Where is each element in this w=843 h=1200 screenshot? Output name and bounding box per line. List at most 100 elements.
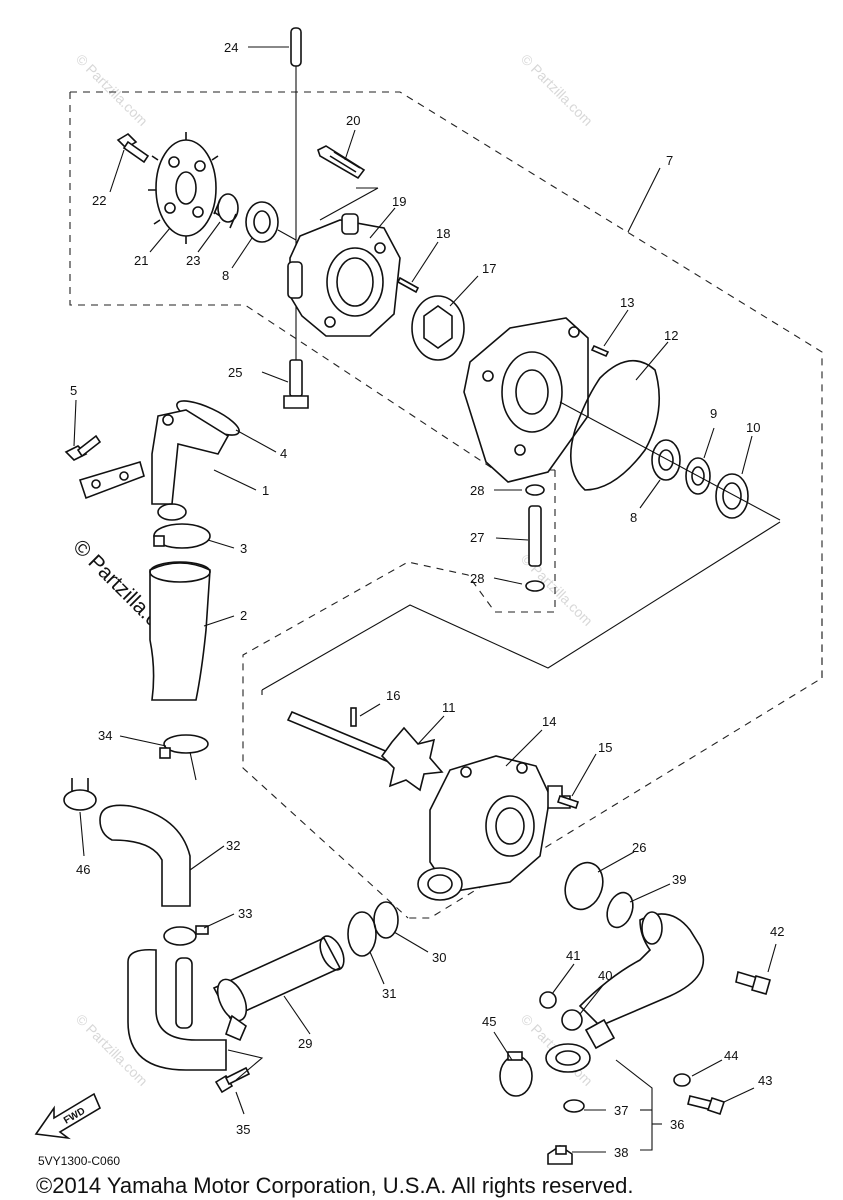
callout-39: 39 bbox=[672, 872, 686, 887]
part-28-o-ring bbox=[525, 580, 545, 592]
callout-32: 32 bbox=[226, 838, 240, 853]
callout-8: 8 bbox=[222, 268, 229, 283]
part-22-bolt bbox=[116, 132, 150, 164]
callout-40: 40 bbox=[598, 968, 612, 983]
part-pipe-joint bbox=[127, 948, 227, 1071]
part-6-bracket bbox=[78, 461, 145, 500]
callout-11: 11 bbox=[442, 700, 456, 715]
copyright-text: ©2014 Yamaha Motor Corporation, U.S.A. A… bbox=[36, 1173, 633, 1198]
part-25-bolt bbox=[283, 359, 309, 409]
part-17-rotor bbox=[411, 295, 465, 361]
callout-31: 31 bbox=[382, 986, 396, 1001]
part-42-bolt bbox=[735, 970, 771, 995]
part-23-collar bbox=[213, 193, 239, 229]
callout-24: 24 bbox=[224, 40, 238, 55]
part-26-o-ring bbox=[564, 861, 604, 911]
callout-35: 35 bbox=[236, 1122, 250, 1137]
callout-3: 3 bbox=[240, 541, 247, 556]
part-20-bolt bbox=[317, 145, 379, 221]
callout-10: 10 bbox=[746, 420, 760, 435]
part-5-bolt bbox=[64, 434, 102, 461]
callout-26: 26 bbox=[632, 840, 646, 855]
part-2-hose bbox=[149, 561, 211, 701]
part-3-clamp bbox=[153, 523, 211, 549]
callout-9: 9 bbox=[710, 406, 717, 421]
callout-20: 20 bbox=[346, 113, 360, 128]
callout-28: 28 bbox=[470, 571, 484, 586]
callout-38: 38 bbox=[614, 1145, 628, 1160]
part-35-bolt bbox=[214, 1049, 264, 1094]
part-10-seal bbox=[715, 473, 749, 519]
diagram-code: 5VY1300-C060 bbox=[38, 1154, 120, 1168]
callout-45: 45 bbox=[482, 1014, 496, 1029]
callout-34: 34 bbox=[98, 728, 112, 743]
part-38-bolt bbox=[547, 1145, 573, 1165]
assembly-lines bbox=[261, 521, 781, 695]
part-pump-cover bbox=[463, 317, 589, 483]
part-36-pipe bbox=[545, 911, 705, 1073]
part-27-pipe bbox=[528, 505, 542, 567]
part-19-oil-pump-housing bbox=[287, 213, 401, 337]
part-43-bolt bbox=[687, 1095, 726, 1116]
callout-8: 8 bbox=[630, 510, 637, 525]
callout-16: 16 bbox=[386, 688, 400, 703]
callout-4: 4 bbox=[280, 446, 287, 461]
callout-7: 7 bbox=[666, 153, 673, 168]
callout-22: 22 bbox=[92, 193, 106, 208]
part-46-clamp bbox=[63, 778, 97, 811]
part-45-clamp bbox=[499, 1051, 533, 1097]
callout-leaders bbox=[73, 46, 777, 1153]
part-40-collar bbox=[561, 1009, 583, 1031]
callout-37: 37 bbox=[614, 1103, 628, 1118]
part-24-dowel bbox=[290, 27, 302, 400]
part-37-washer bbox=[563, 1099, 585, 1113]
shaft-axis bbox=[559, 401, 781, 521]
callout-18: 18 bbox=[436, 226, 450, 241]
oil-pump-group-outline bbox=[70, 91, 823, 919]
part-1-pipe bbox=[151, 409, 230, 521]
callout-28: 28 bbox=[470, 483, 484, 498]
part-41-grommet bbox=[539, 991, 557, 1009]
callout-14: 14 bbox=[542, 714, 556, 729]
callout-42: 42 bbox=[770, 924, 784, 939]
part-21-sprocket bbox=[148, 132, 221, 244]
part-8-bearing bbox=[245, 201, 297, 243]
callout-23: 23 bbox=[186, 253, 200, 268]
callout-21: 21 bbox=[134, 253, 148, 268]
part-34-clamp bbox=[159, 734, 209, 759]
part-14-pump-body bbox=[417, 755, 551, 901]
part-12-gasket bbox=[569, 359, 660, 491]
callout-17: 17 bbox=[482, 261, 496, 276]
callout-2: 2 bbox=[240, 608, 247, 623]
callout-5: 5 bbox=[70, 383, 77, 398]
callout-36: 36 bbox=[670, 1117, 684, 1132]
callout-numbers: 24 20 22 19 7 18 21 23 17 8 13 12 25 5 9… bbox=[70, 40, 784, 1160]
callout-19: 19 bbox=[392, 194, 406, 209]
callout-43: 43 bbox=[758, 1073, 772, 1088]
watermark-text: © Partzilla.com bbox=[73, 51, 151, 129]
part-13-pin bbox=[590, 344, 610, 358]
watermark-text: © Partzilla.com bbox=[518, 51, 596, 129]
callout-1: 1 bbox=[262, 483, 269, 498]
part-32-hose bbox=[99, 804, 191, 907]
part-29-pipe bbox=[212, 935, 345, 1042]
pipe-group-outline bbox=[242, 470, 556, 919]
part-15-bolt bbox=[547, 785, 580, 810]
callout-12: 12 bbox=[664, 328, 678, 343]
part-11-impeller-shaft bbox=[286, 710, 444, 792]
callout-15: 15 bbox=[598, 740, 612, 755]
callout-46: 46 bbox=[76, 862, 90, 877]
part-18-pin bbox=[396, 276, 420, 294]
callout-27: 27 bbox=[470, 530, 484, 545]
callout-41: 41 bbox=[566, 948, 580, 963]
part-31-o-ring bbox=[347, 911, 377, 957]
callout-30: 30 bbox=[432, 950, 446, 965]
part-39-o-ring bbox=[606, 891, 634, 929]
callout-13: 13 bbox=[620, 295, 634, 310]
part-16-pin bbox=[350, 707, 357, 727]
fwd-arrow-icon: FWD bbox=[34, 1092, 102, 1140]
callout-29: 29 bbox=[298, 1036, 312, 1051]
callout-25: 25 bbox=[228, 365, 242, 380]
part-28-o-ring bbox=[525, 484, 545, 496]
